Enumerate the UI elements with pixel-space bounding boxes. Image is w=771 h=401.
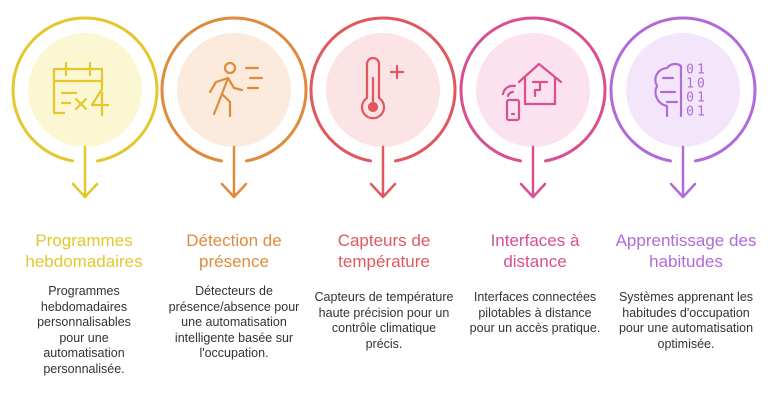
inner-circle (476, 33, 590, 147)
step-4-description: Interfaces connectées pilotables à dista… (469, 290, 601, 335)
step-2-title: Détection de présence (186, 231, 282, 271)
step-1-description: Programmes hebdomadaires personnalisable… (37, 284, 131, 376)
inner-circle (326, 33, 440, 147)
outer-ring (11, 16, 159, 163)
arrow-down-icon (369, 182, 397, 199)
binary-digit-row: 01 (686, 91, 708, 106)
smart-home-remote-icon (501, 62, 563, 122)
arrow-down-icon (669, 182, 697, 199)
inner-circle (28, 33, 142, 147)
step-1-title: Programmes hebdomadaires (25, 231, 143, 271)
step-3-description: Capteurs de température haute précision … (314, 290, 454, 351)
binary-digit-row: 10 (686, 77, 708, 92)
step-2-description: Détecteurs de présence/absence pour une … (168, 284, 300, 360)
arrow-down-icon (71, 182, 99, 199)
step-4-node (459, 16, 607, 199)
thermometer-plus-icon (360, 56, 405, 120)
step-4-title: Interfaces à distance (490, 231, 580, 271)
arrow-down-icon (519, 182, 547, 199)
step-1-node (11, 16, 159, 199)
step-5-title: Apprentissage des habitudes (615, 231, 757, 271)
step-5-description: Systèmes apprenant les habitudes d'occup… (618, 290, 754, 351)
step-3-title: Capteurs de température (337, 231, 431, 271)
person-walking-sensor-icon (208, 61, 264, 118)
outer-ring (309, 16, 457, 163)
inner-circle (626, 33, 740, 147)
binary-digit-row: 01 (686, 63, 708, 78)
step-2-node (160, 16, 308, 199)
inner-circle (177, 33, 291, 147)
step-3-node (309, 16, 457, 199)
calendar-x4-icon (52, 61, 110, 117)
outer-ring (160, 16, 308, 163)
outer-ring (609, 16, 757, 163)
binary-digit-row: 01 (686, 105, 708, 120)
outer-ring (459, 16, 607, 163)
arrow-down-icon (220, 182, 248, 199)
